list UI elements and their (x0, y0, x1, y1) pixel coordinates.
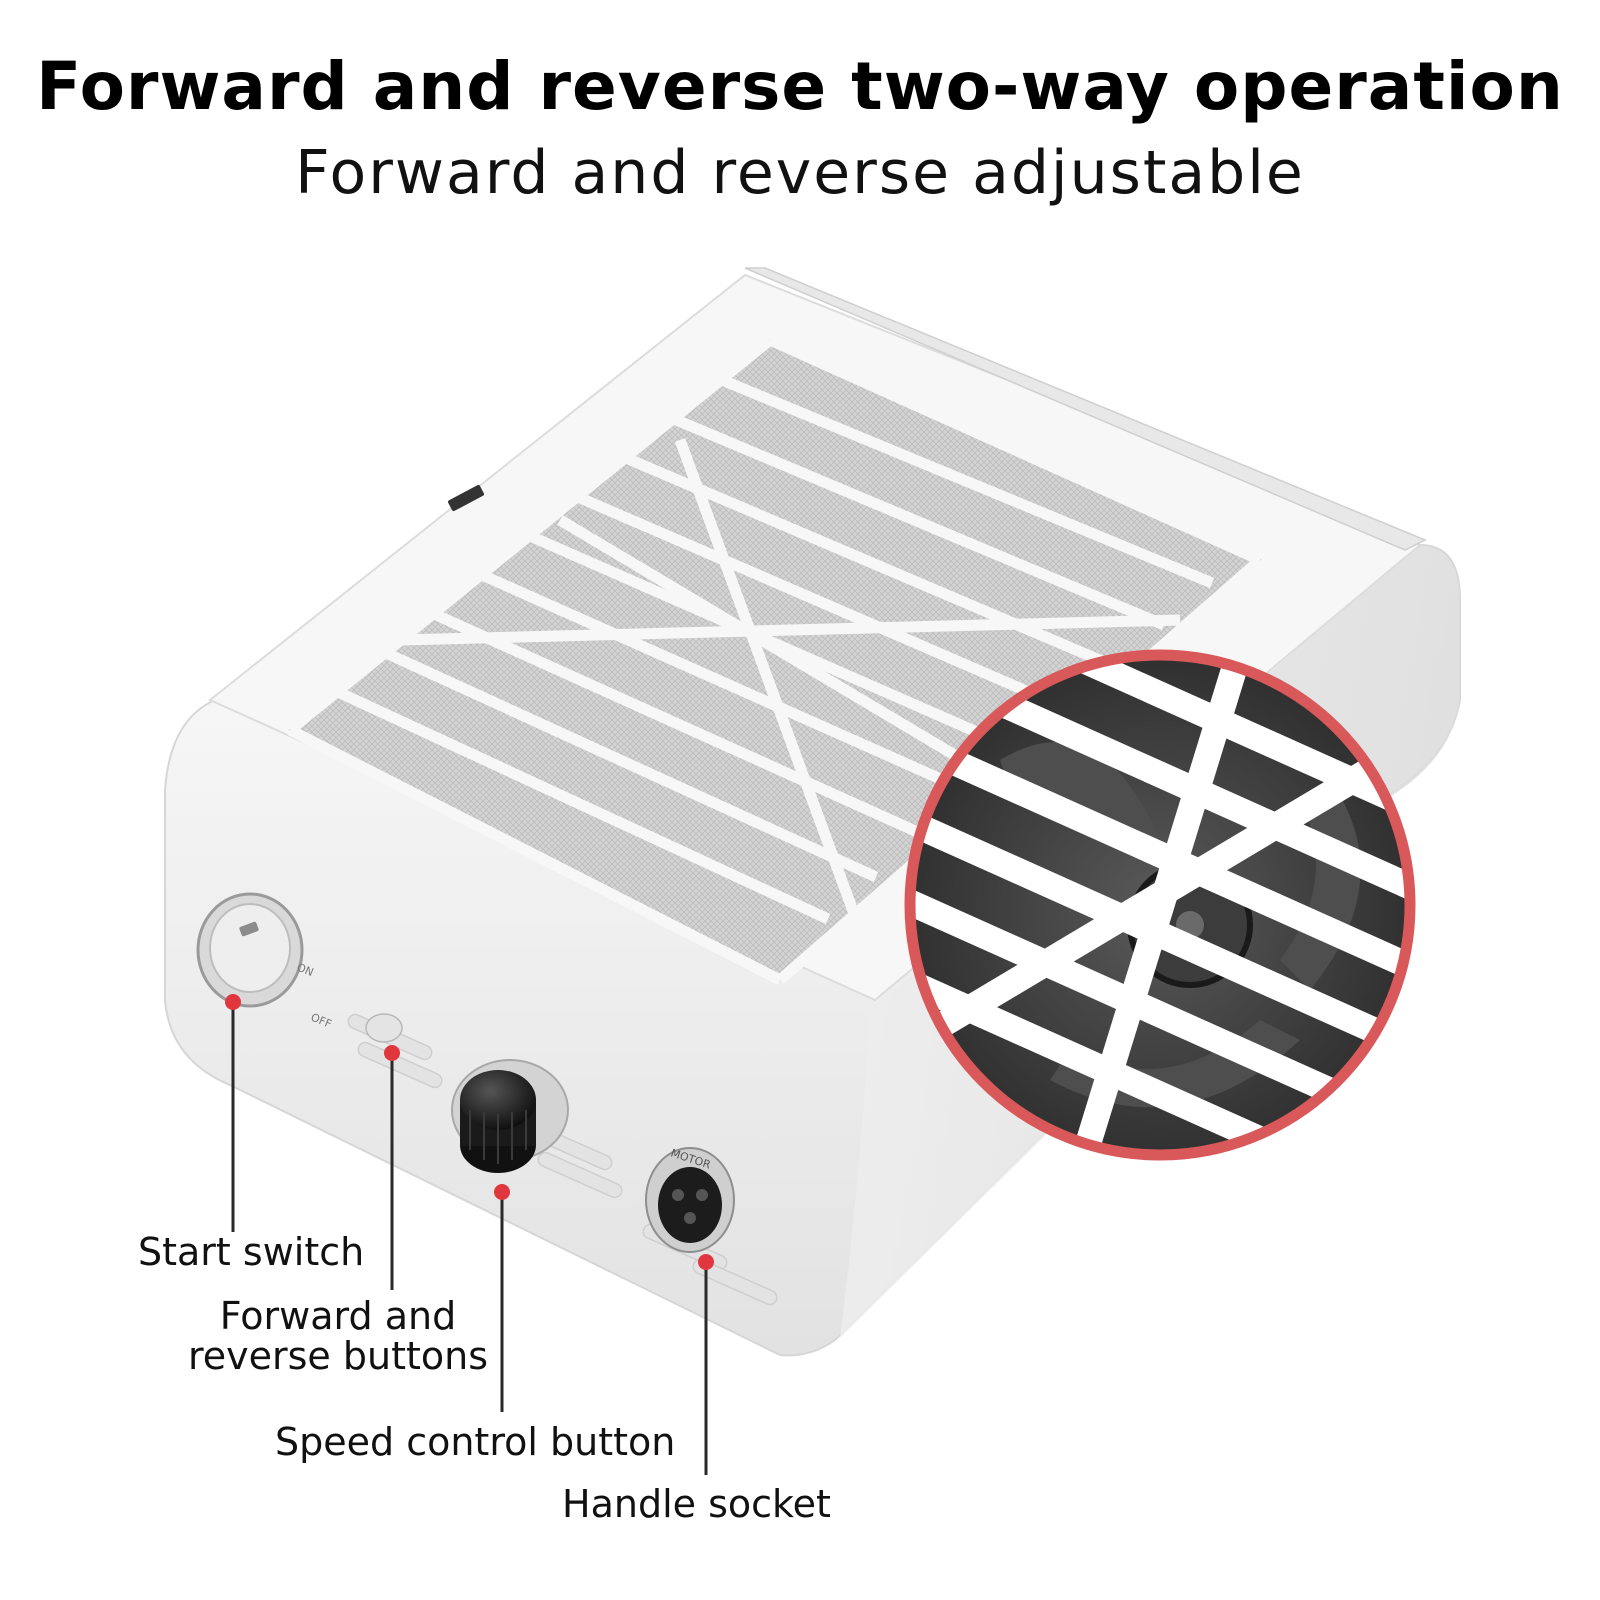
leader-lines (231, 1006, 708, 1475)
callout-handle-socket: Handle socket (562, 1482, 831, 1526)
callout-start-switch: Start switch (138, 1230, 365, 1274)
start-switch-dot (225, 994, 241, 1010)
callout-speed-control: Speed control button (275, 1420, 676, 1464)
speed-control-knob[interactable] (451, 1059, 569, 1173)
handle-socket[interactable] (645, 1147, 735, 1253)
page-title: Forward and reverse two-way operation (36, 48, 1564, 125)
filter-grille (286, 334, 1264, 985)
speed-control-dot (494, 1184, 510, 1200)
magnifier-inset (904, 649, 1416, 1161)
page-subtitle: Forward and reverse adjustable (295, 138, 1305, 208)
switch-on-marking: ON (295, 961, 316, 979)
callout-forward-reverse: Forward and reverse buttons (178, 1296, 498, 1376)
callout-forward-reverse-line1: Forward and (219, 1294, 457, 1338)
forward-reverse-dot (384, 1045, 400, 1061)
handle-socket-dot (698, 1254, 714, 1270)
callout-dots (225, 994, 714, 1270)
start-switch[interactable] (196, 892, 304, 1008)
forward-reverse-button[interactable] (365, 1013, 403, 1043)
callout-forward-reverse-line2: reverse buttons (187, 1334, 489, 1378)
